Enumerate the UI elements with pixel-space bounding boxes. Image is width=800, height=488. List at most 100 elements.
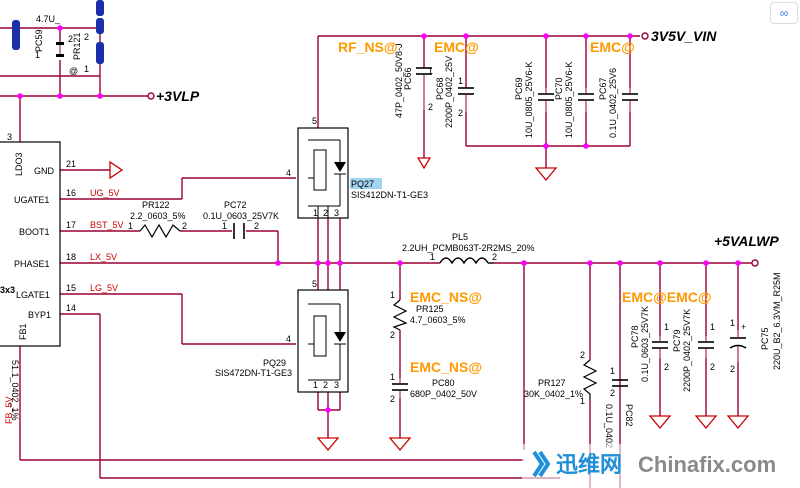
pr122-resistor (139, 223, 181, 239)
pin-ldo3: LDO3 (14, 152, 24, 176)
svg-text:2: 2 (68, 34, 73, 44)
watermark: 迅维网 Chinafix.com (522, 444, 800, 488)
net-3v5v-vin: 3V5V_VIN (651, 28, 717, 44)
pr127-value: 30K_0402_1% (524, 389, 583, 399)
pc75-capacitor (729, 330, 747, 362)
svg-text:2: 2 (84, 32, 89, 42)
svg-text:1: 1 (84, 64, 89, 74)
svg-text:2: 2 (323, 380, 328, 390)
junction-dots (17, 25, 741, 413)
pc70-ref: PC70 (554, 77, 564, 100)
pc82-ref: PC82 (624, 404, 634, 427)
pc59-value: 4.7U_ (36, 14, 61, 24)
pin-byp1: BYP1 (28, 310, 51, 320)
pc80-value: 680P_0402_50V (410, 389, 477, 399)
pc69-capacitor (538, 88, 554, 112)
emc-label-ns-2: EMC_NS@ (410, 359, 482, 375)
ground-symbols (316, 157, 750, 452)
pc67-value: 0.1U_0402_25V6 (608, 68, 618, 138)
pc67-ref: PC67 (598, 77, 608, 100)
svg-text:+: + (741, 322, 746, 332)
pr121-value: @ (69, 66, 78, 76)
pc72-capacitor (233, 223, 245, 239)
svg-text:18: 18 (66, 252, 76, 262)
pc82-capacitor (612, 379, 628, 387)
svg-text:2: 2 (710, 362, 715, 372)
pq27-ref: PQ27 (351, 179, 374, 189)
pc75-ref: PC75 (760, 327, 770, 350)
svg-text:2: 2 (610, 388, 615, 398)
svg-text:2: 2 (664, 362, 669, 372)
pin-lgate1: LGATE1 (16, 290, 50, 300)
pc67-capacitor (622, 88, 638, 112)
pq27-value: SIS412DN-T1-GE3 (351, 190, 428, 200)
pc79-capacitor (698, 336, 714, 358)
wires (0, 27, 752, 488)
watermark-cn: 迅维网 (556, 452, 622, 477)
pc59-ref: PC59 (34, 29, 44, 52)
pc66-ref: PC66 (403, 67, 413, 90)
fb-resistor-value: 51.1_0402_1% (10, 360, 20, 421)
svg-text:1: 1 (390, 372, 395, 382)
svg-text:2: 2 (730, 364, 735, 374)
pc78-capacitor (652, 336, 668, 358)
svg-text:4: 4 (286, 168, 291, 178)
ground-symbol-ic (109, 160, 124, 180)
signal-ug: UG_5V (90, 188, 120, 198)
emc-label-rf-ns: RF_NS@ (338, 39, 398, 55)
svg-text:1: 1 (313, 208, 318, 218)
pr122-value: 2.2_0603_5% (130, 211, 186, 221)
svg-text:5: 5 (312, 116, 317, 126)
pin-gnd: GND (34, 166, 55, 176)
pc80-capacitor (392, 378, 408, 398)
pl5-inductor (439, 257, 489, 265)
net-5valwp: +5VALWP (714, 233, 779, 249)
pr125-value: 4.7_0603_5% (410, 315, 466, 325)
left-jumper (12, 20, 20, 50)
ic-part-fragment: 3x3 (0, 285, 15, 295)
pc72-value: 0.1U_0603_25V7K (203, 211, 279, 221)
pin-boot1: BOOT1 (19, 227, 50, 237)
svg-text:1: 1 (580, 396, 585, 406)
emc-label-top-left: EMC@ (434, 39, 479, 55)
emc-label-emc-emc: EMC@EMC@ (622, 289, 712, 305)
svg-text:1: 1 (222, 221, 227, 231)
svg-text:1: 1 (430, 252, 435, 262)
svg-text:5: 5 (312, 279, 317, 289)
pr125-ref: PR125 (416, 304, 444, 314)
pr127-resistor (582, 359, 598, 400)
share-icon[interactable]: ∞ (770, 2, 798, 24)
pwm-ic: 3 LDO3 GND 21 UGATE1 16 BOOT1 17 PHASE1 … (0, 132, 76, 347)
signal-bst: BST_5V (90, 220, 124, 230)
pc80-ref: PC80 (432, 378, 455, 388)
svg-text:2: 2 (428, 102, 433, 112)
svg-text:17: 17 (66, 220, 76, 230)
pl5-value: 2.2UH_PCMB063T-2R2MS_20% (402, 243, 535, 253)
svg-text:2: 2 (492, 252, 497, 262)
pq29-mosfet (297, 289, 349, 393)
svg-text:2: 2 (390, 330, 395, 340)
svg-text:1: 1 (710, 322, 715, 332)
svg-text:2: 2 (182, 221, 187, 231)
svg-text:21: 21 (66, 159, 76, 169)
pc70-value: 10U_0805_25V6-K (564, 61, 574, 138)
pc66-value: 47P_0402_50V8-J (394, 43, 404, 118)
signal-fb: FB_5V (4, 396, 14, 424)
signal-lx: LX_5V (90, 252, 117, 262)
pr121-ref: PR121 (72, 32, 82, 60)
svg-text:14: 14 (66, 303, 76, 313)
pc68-capacitor (458, 87, 474, 112)
pc68-value: 2200P_0402_25V (444, 56, 454, 128)
svg-text:2: 2 (323, 208, 328, 218)
pc69-ref: PC69 (514, 77, 524, 100)
pin-ugate1: UGATE1 (14, 195, 49, 205)
signal-lg: LG_5V (90, 283, 118, 293)
pc70-capacitor (578, 88, 594, 112)
pq29-ref: PQ29 (263, 358, 286, 368)
svg-text:2: 2 (390, 394, 395, 404)
pc78-ref: PC78 (630, 325, 640, 348)
pc59-capacitor (56, 42, 64, 57)
pc69-value: 10U_0805_25V6-K (524, 61, 534, 138)
